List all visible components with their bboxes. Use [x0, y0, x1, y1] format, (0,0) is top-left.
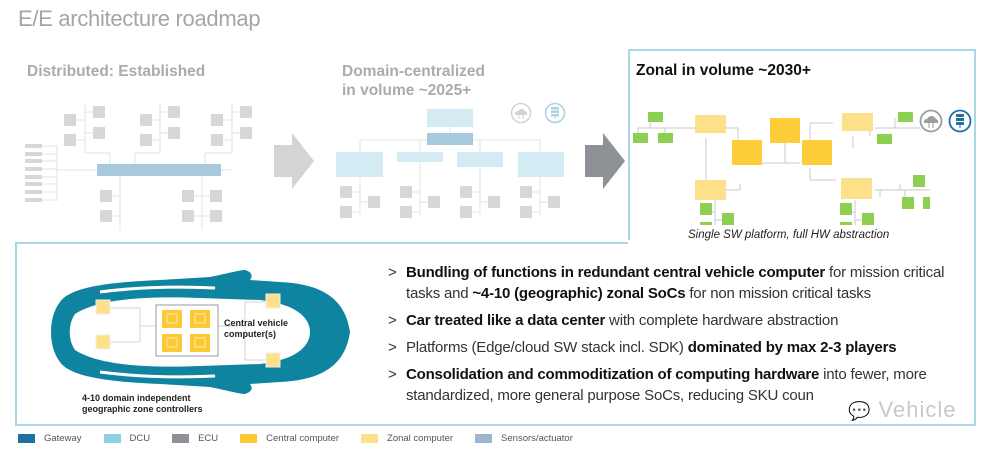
- bullet-emphasis: ~4-10 (geographic) zonal SoCs: [472, 285, 686, 302]
- bullet-emphasis: Car treated like a data center: [406, 312, 606, 329]
- bullet-text: Platforms (Edge/cloud SW stack incl. SDK…: [406, 339, 688, 356]
- legend-swatch: [361, 434, 379, 443]
- bullet-text: for non mission critical tasks: [685, 285, 871, 302]
- legend-label: Zonal computer: [387, 433, 454, 444]
- legend-swatch: [172, 434, 190, 443]
- zone-controllers-label-line2: geographic zone controllers: [82, 404, 203, 414]
- bullet-emphasis: dominated by max 2-3 players: [687, 339, 897, 356]
- bullet-text: into fewer, more standardized, more gene…: [406, 366, 927, 404]
- central-computer-label-line2: computer(s): [224, 329, 277, 339]
- bullet-item: > Platforms (Edge/cloud SW stack incl. SD…: [388, 337, 978, 358]
- legend-swatch: [475, 434, 493, 443]
- legend-item: Zonal computer: [361, 433, 453, 444]
- car-illustration: [51, 270, 350, 394]
- chat-bubble-icon: 💬: [848, 401, 872, 421]
- cloud-icon: [510, 102, 532, 124]
- stage-domain-title-line1: Domain-centralized: [342, 63, 485, 80]
- watermark: 💬 Vehicle: [848, 397, 957, 423]
- bullet-item: > Bundling of functions in redundant cent…: [388, 262, 978, 304]
- bullet-marker: >: [388, 312, 397, 329]
- cloud-icon: [919, 109, 943, 133]
- gateway-bar: [97, 164, 221, 176]
- arrow-right-icon: [274, 133, 314, 189]
- zonal-architecture-diagram: [633, 112, 930, 225]
- legend-item: DCU: [103, 433, 151, 444]
- bullet-emphasis: Bundling of functions in redundant centr…: [406, 264, 826, 281]
- legend-item: Central computer: [240, 433, 339, 444]
- zonal-caption: Single SW platform, full HW abstraction: [688, 229, 890, 241]
- bullet-text: with complete hardware abstraction: [605, 312, 839, 329]
- legend-label: Central computer: [266, 433, 340, 444]
- stage-zonal-title: Zonal in volume ~2030+: [636, 62, 811, 79]
- bullet-list: > Bundling of functions in redundant cent…: [388, 262, 978, 412]
- legend-item: Gateway: [18, 433, 82, 444]
- legend-item: ECU: [172, 433, 218, 444]
- stage-distributed-title: Distributed: Established: [27, 63, 206, 80]
- bullet-marker: >: [388, 339, 397, 356]
- bullet-marker: >: [388, 264, 397, 281]
- legend-item: Sensors/actuator: [475, 433, 573, 444]
- legend-swatch: [240, 434, 258, 443]
- server-icon: [544, 102, 566, 124]
- bullet-text: for mission critical tasks and: [406, 264, 945, 302]
- legend: Gateway DCU ECU Central computer Zonal compu…: [18, 433, 595, 444]
- stage-domain-title-line2: in volume ~2025+: [342, 82, 472, 99]
- bullet-marker: >: [388, 366, 397, 383]
- central-computer-label: Central vehicle computer(s): [224, 318, 288, 340]
- watermark-text: Vehicle: [878, 397, 957, 422]
- stage-domain-title: Domain-centralized in volume ~2025+: [342, 62, 485, 100]
- bullet-item: > Consolidation and commoditization of co…: [388, 364, 978, 406]
- page-title: E/E architecture roadmap: [18, 6, 261, 31]
- legend-swatch: [18, 434, 35, 443]
- legend-swatch: [103, 434, 121, 443]
- domain-architecture-diagram: [336, 109, 564, 218]
- legend-label: Gateway: [44, 433, 82, 444]
- distributed-architecture-diagram: [25, 103, 252, 230]
- legend-label: ECU: [198, 433, 219, 444]
- zone-controllers-label: 4-10 domain independent geographic zone …: [82, 393, 203, 415]
- arrow-right-icon: [585, 133, 625, 189]
- bullet-item: > Car treated like a data center with com…: [388, 310, 978, 331]
- bullet-emphasis: Consolidation and commoditization of com…: [406, 366, 820, 383]
- server-icon: [948, 109, 972, 133]
- panel-join: [628, 240, 974, 244]
- legend-label: DCU: [129, 433, 151, 444]
- zone-controllers-label-line1: 4-10 domain independent: [82, 393, 191, 403]
- legend-label: Sensors/actuator: [501, 433, 573, 444]
- central-computer-label-line1: Central vehicle: [224, 318, 289, 328]
